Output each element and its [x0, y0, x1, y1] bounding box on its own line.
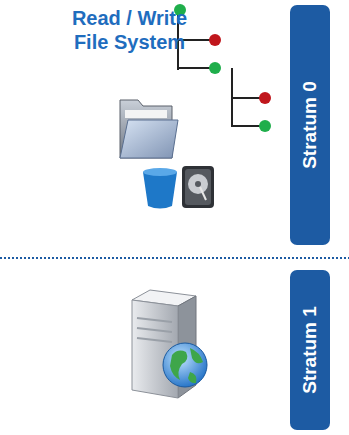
tree-dot	[259, 120, 271, 132]
bucket-icon	[143, 168, 177, 209]
tree-dot	[259, 92, 271, 104]
stratum-band: Stratum 1	[290, 270, 330, 430]
heading-label: Read / Write File System	[62, 6, 197, 54]
folder-icon	[120, 100, 178, 158]
band-label: Stratum 1	[299, 306, 321, 394]
tree-dot	[209, 62, 221, 74]
separator-line	[0, 257, 349, 259]
band-label: Stratum 0	[299, 81, 321, 169]
server-icon	[132, 290, 207, 398]
tree-dot	[209, 34, 221, 46]
tree-symbol	[178, 12, 262, 127]
hard-disk-icon	[182, 166, 214, 208]
stratum-band: Stratum 0	[290, 5, 330, 245]
